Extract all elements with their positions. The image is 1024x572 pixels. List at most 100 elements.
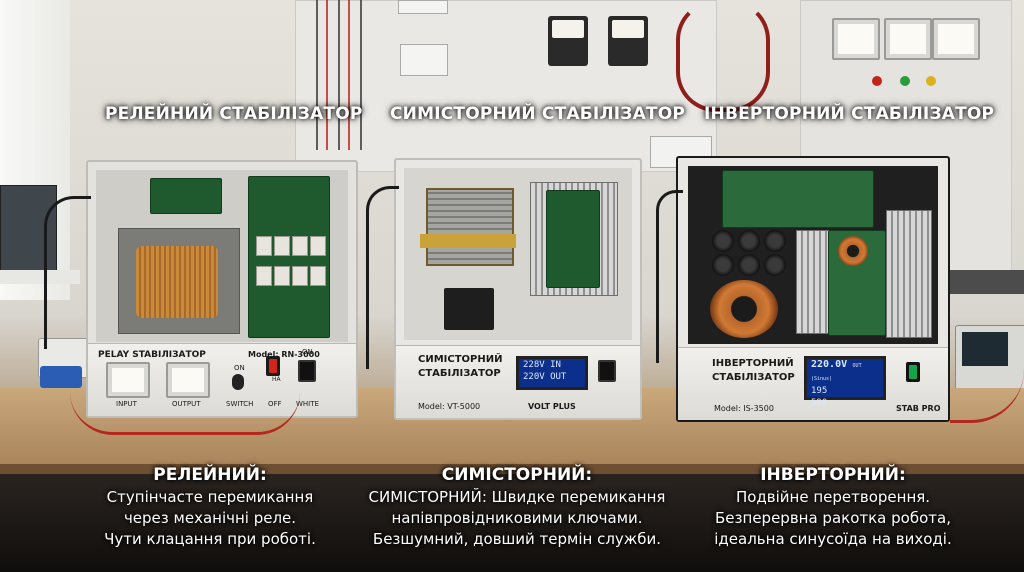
triac-control-board [546, 190, 600, 288]
wall-meter-left [548, 16, 588, 66]
capacitor-3 [764, 230, 786, 252]
relay-7 [292, 266, 308, 286]
relay-stabilizer-unit: PELAY STABІЛІЗАТОР Model: RN-3000 INPUT … [86, 160, 358, 418]
transformer-coil [136, 246, 218, 318]
inverter-brand: STAB PRO [896, 404, 941, 413]
caption-relay-title: РЕЛЕЙНИЙ: [153, 465, 267, 485]
relay-model: Model: RN-3000 [248, 350, 320, 359]
inverter-small-coil [838, 236, 868, 266]
relay-3 [292, 236, 308, 256]
power-cord-relay [44, 196, 91, 349]
triac-panel-title-2: СТАБІЛІЗАТОР [418, 368, 501, 379]
inverter-lcd-line-1: 220.0V [811, 359, 848, 370]
ha-label: HA [272, 376, 281, 383]
left-equipment-stack [0, 185, 57, 272]
triac-lcd-line-2: 220V OUT [523, 372, 567, 382]
caption-triac-line: СИМІСТОРНИЙ: Швидке перемикання [368, 488, 666, 506]
hanging-wire-coil [676, 0, 770, 112]
indicator-lamp-red [872, 76, 882, 86]
caption-inverter-line: ідеальна синусоїда на виході. [714, 530, 952, 548]
triac-model: Model: VT-5000 [418, 402, 481, 411]
inverter-model: Model: IS-3500 [714, 404, 774, 413]
caption-inverter: ІНВЕРТОРНИЙ: Подвійне перетворення. Безп… [698, 465, 968, 550]
inverter-panel-title-1: ІНВЕРТОРНИЙ [712, 358, 794, 369]
relay-8 [310, 266, 326, 286]
inverter-lcd-line-1-small: OUT (Sinus) [811, 363, 862, 382]
relay-4 [310, 236, 326, 256]
inverter-lcd-line-3: 590 [811, 398, 828, 408]
caption-inverter-line: Безперервна ракотка робота, [715, 509, 951, 527]
capacitor-1 [712, 230, 734, 252]
hanging-wires-left [306, 0, 366, 150]
caption-triac-title: СИМІСТОРНИЙ: [441, 465, 593, 485]
caption-triac-line: Безшумний, довший термін служби. [372, 530, 662, 548]
relay-control-board [150, 178, 222, 214]
inverter-panel-title-2: СТАБІЛІЗАТОР [712, 372, 795, 383]
wall-breakers-top [398, 0, 448, 14]
indicator-lamp-green [900, 76, 910, 86]
inverter-toroid-coil [710, 280, 778, 338]
relay-1 [256, 236, 272, 256]
tool-tray-right [945, 270, 1024, 294]
relay-power-switch[interactable] [266, 356, 280, 376]
inverter-front-panel: ІНВЕРТОРНИЙ СТАБІЛІЗАТОР Model: IS-3500 … [678, 347, 948, 420]
white-label: WHITE [296, 400, 319, 408]
blue-tester [40, 366, 82, 388]
caption-inverter-title: ІНВЕРТОРНИЙ: [760, 465, 906, 485]
caption-inverter-line: Подвійне перетворення. [735, 488, 931, 506]
triac-module [444, 288, 494, 330]
relay-2 [274, 236, 290, 256]
inverter-control-board [722, 170, 874, 228]
capacitor-5 [738, 254, 760, 276]
inverter-lcd-line-2: 195 [811, 386, 828, 396]
power-cord-inverter [656, 190, 683, 363]
triac-lcd-line-1: 228V IN [523, 360, 561, 370]
capacitor-2 [738, 230, 760, 252]
left-shelf [0, 270, 80, 284]
inverter-heatsink-left [796, 230, 830, 334]
on-label-right: ON [302, 348, 313, 356]
inverter-lcd-row-1: 220.0V OUT (Sinus) [811, 359, 883, 385]
relay-outlet-switch[interactable] [298, 360, 316, 382]
red-test-lead [70, 392, 300, 435]
triac-front-panel: СИМІСТОРНИЙ СТАБІЛІЗАТОР Model: VT-5000 … [396, 345, 640, 418]
capacitor-6 [764, 254, 786, 276]
caption-relay-line: Ступінчасте перемикання [106, 488, 314, 506]
wall-breakers [400, 44, 448, 76]
triac-brand: VOLT PLUS [528, 402, 576, 411]
relay-main-board [248, 176, 330, 338]
inverter-stabilizer-unit: ІНВЕРТОРНИЙ СТАБІЛІЗАТОР Model: IS-3500 … [676, 156, 950, 422]
triac-transformer-base [420, 234, 516, 248]
headline-relay: РЕЛЕЙНИЙ СТАБІЛІЗАТОР [105, 104, 363, 124]
wall-gauge-1 [832, 18, 880, 60]
triac-power-switch[interactable] [598, 360, 616, 382]
relay-panel-title: PELAY STABІЛІЗАТОР [98, 350, 206, 360]
power-cord-triac [366, 186, 399, 369]
triac-lcd-display: 228V IN 220V OUT [516, 356, 588, 390]
caption-triac-line: напівпровідниковими ключами. [391, 509, 643, 527]
wall-gauge-2 [884, 18, 932, 60]
triac-panel-title-1: СИМІСТОРНИЙ [418, 354, 503, 365]
capacitor-4 [712, 254, 734, 276]
caption-triac: СИМІСТОРНИЙ: СИМІСТОРНИЙ: Швидке перемик… [352, 465, 682, 550]
relay-6 [274, 266, 290, 286]
headline-inverter: ІНВЕРТОРНИЙ СТАБІЛІЗАТОР [704, 104, 995, 124]
triac-transformer [426, 188, 514, 266]
workbench-edge [0, 464, 1024, 474]
caption-relay-line: Чути клацання при роботі. [104, 530, 316, 548]
switch-on-label: ON [234, 364, 245, 372]
inverter-heatsink-right [886, 210, 932, 338]
indicator-lamp-yellow [926, 76, 936, 86]
inverter-power-switch[interactable] [906, 362, 920, 382]
caption-relay-line: через механічні реле. [123, 509, 297, 527]
wall-gauge-3 [932, 18, 980, 60]
toggle-switch[interactable] [232, 374, 244, 390]
wall-meter-right [608, 16, 648, 66]
caption-relay: РЕЛЕЙНИЙ: Ступінчасте перемикання через … [80, 465, 340, 550]
under-bench [0, 474, 1024, 572]
inverter-lcd-display: 220.0V OUT (Sinus) 195 590 [804, 356, 886, 408]
relay-5 [256, 266, 272, 286]
headline-triac: СИМІСТОРНИЙ СТАБІЛІЗАТОР [390, 104, 686, 124]
triac-stabilizer-unit: СИМІСТОРНИЙ СТАБІЛІЗАТОР Model: VT-5000 … [394, 158, 642, 420]
